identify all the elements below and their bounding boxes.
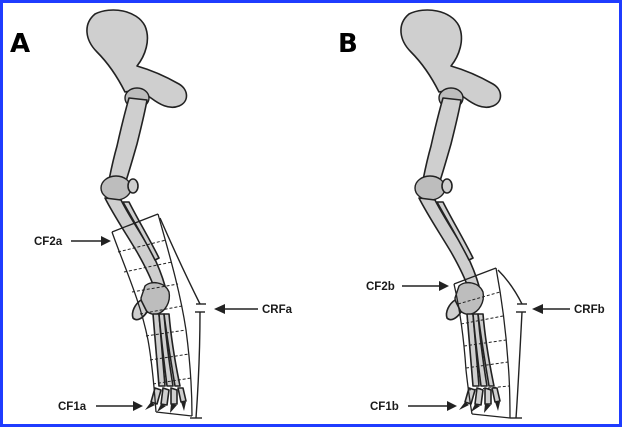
panel-a-crf-label: CRFa <box>262 304 293 316</box>
panel-a-cf2-label: CF2a <box>34 236 63 248</box>
panel-b-hindlimb-skeleton <box>401 10 501 413</box>
panel-a-cf1-arrow <box>96 401 143 411</box>
panel-b-length-measure <box>498 270 527 418</box>
panel-b-letter: B <box>338 29 358 59</box>
panel-a-letter: A <box>10 29 30 59</box>
panel-b-cf1-arrow <box>408 401 457 411</box>
panel-b-crf-arrow <box>532 304 570 314</box>
panel-a: A CF2a CRFa <box>10 10 293 418</box>
panel-b-cf2-arrow <box>402 281 449 291</box>
panel-a-cf1-label: CF1a <box>58 401 87 413</box>
panel-a-hindlimb-skeleton <box>87 10 187 413</box>
panel-b: B CF2b CRFb <box>338 10 605 418</box>
panel-b-crf-label: CRFb <box>574 304 605 316</box>
panel-b-cf1-label: CF1b <box>370 401 399 413</box>
panel-a-crf-arrow <box>214 304 258 314</box>
panel-a-cf2-arrow <box>71 236 111 246</box>
panel-b-cf2-label: CF2b <box>366 281 395 293</box>
